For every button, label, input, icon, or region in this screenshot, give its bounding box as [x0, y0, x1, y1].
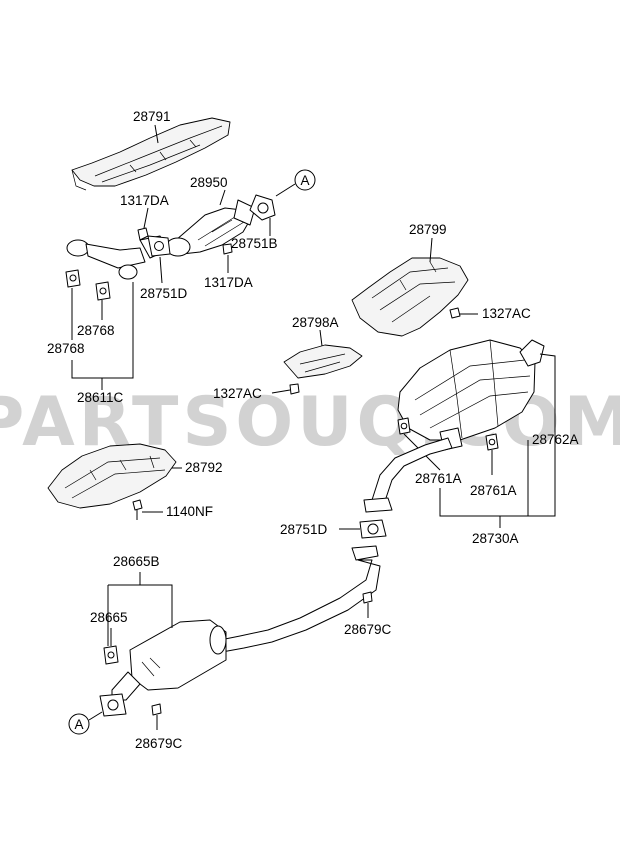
label-28768-b: 28768	[47, 341, 85, 356]
label-28679C-lower: 28679C	[135, 736, 183, 751]
label-28611C: 28611C	[77, 390, 124, 405]
hanger-28768-left[interactable]	[65, 269, 81, 288]
heat-shield-28798A[interactable]	[283, 344, 363, 379]
hanger-28665[interactable]	[103, 645, 119, 665]
label-28751D-lower: 28751D	[280, 522, 328, 537]
gasket-28751D-upper[interactable]	[147, 235, 171, 257]
label-1140NF: 1140NF	[166, 504, 213, 519]
label-1317DA-upper: 1317DA	[120, 193, 169, 208]
hanger-28768-right[interactable]	[95, 281, 111, 301]
heat-shield-28792[interactable]	[47, 443, 177, 509]
label-28751D-upper: 28751D	[140, 286, 188, 301]
label-28761A-a: 28761A	[415, 471, 462, 486]
label-28791: 28791	[133, 109, 171, 124]
label-28665B: 28665B	[113, 554, 160, 569]
label-28761A-b: 28761A	[470, 483, 517, 498]
label-28950: 28950	[190, 175, 228, 190]
label-28665: 28665	[90, 610, 128, 625]
heat-shield-28791[interactable]	[71, 117, 231, 191]
gasket-28751B[interactable]	[249, 194, 276, 221]
rear-pipe[interactable]	[363, 437, 453, 513]
gasket-28751D-lower[interactable]	[359, 519, 387, 539]
nut-1317DA-lower[interactable]	[222, 243, 233, 255]
svg-text:A: A	[300, 173, 309, 188]
label-28730A: 28730A	[472, 531, 519, 546]
svg-text:A: A	[74, 717, 83, 732]
heat-shield-28799[interactable]	[351, 257, 469, 337]
front-flange[interactable]	[99, 693, 127, 717]
catalytic-converter-28950[interactable]	[165, 199, 256, 257]
label-1327AC-lower: 1327AC	[213, 386, 262, 401]
label-28798A: 28798A	[292, 315, 339, 330]
label-28768-a: 28768	[77, 323, 115, 338]
label-1327AC-upper: 1327AC	[482, 306, 531, 321]
hanger-28761A-right[interactable]	[485, 433, 499, 451]
label-28799: 28799	[409, 222, 447, 237]
hanger-28761A-left[interactable]	[397, 417, 411, 435]
label-28679C-upper: 28679C	[344, 622, 392, 637]
label-28751B: 28751B	[231, 236, 278, 251]
label-28792: 28792	[185, 460, 223, 475]
nut-1327AC-upper[interactable]	[449, 307, 461, 319]
label-1317DA-lower: 1317DA	[204, 275, 253, 290]
bolt-1140NF[interactable]	[132, 499, 143, 520]
center-muffler-28665[interactable]	[111, 619, 227, 701]
reference-circle-a-bottom: A	[68, 713, 90, 735]
nut-28679C-upper[interactable]	[362, 591, 373, 604]
label-28762A: 28762A	[532, 432, 579, 447]
reference-circle-a-top: A	[294, 169, 316, 191]
nut-1327AC-lower[interactable]	[289, 383, 300, 395]
nut-28679C-lower[interactable]	[151, 703, 162, 716]
